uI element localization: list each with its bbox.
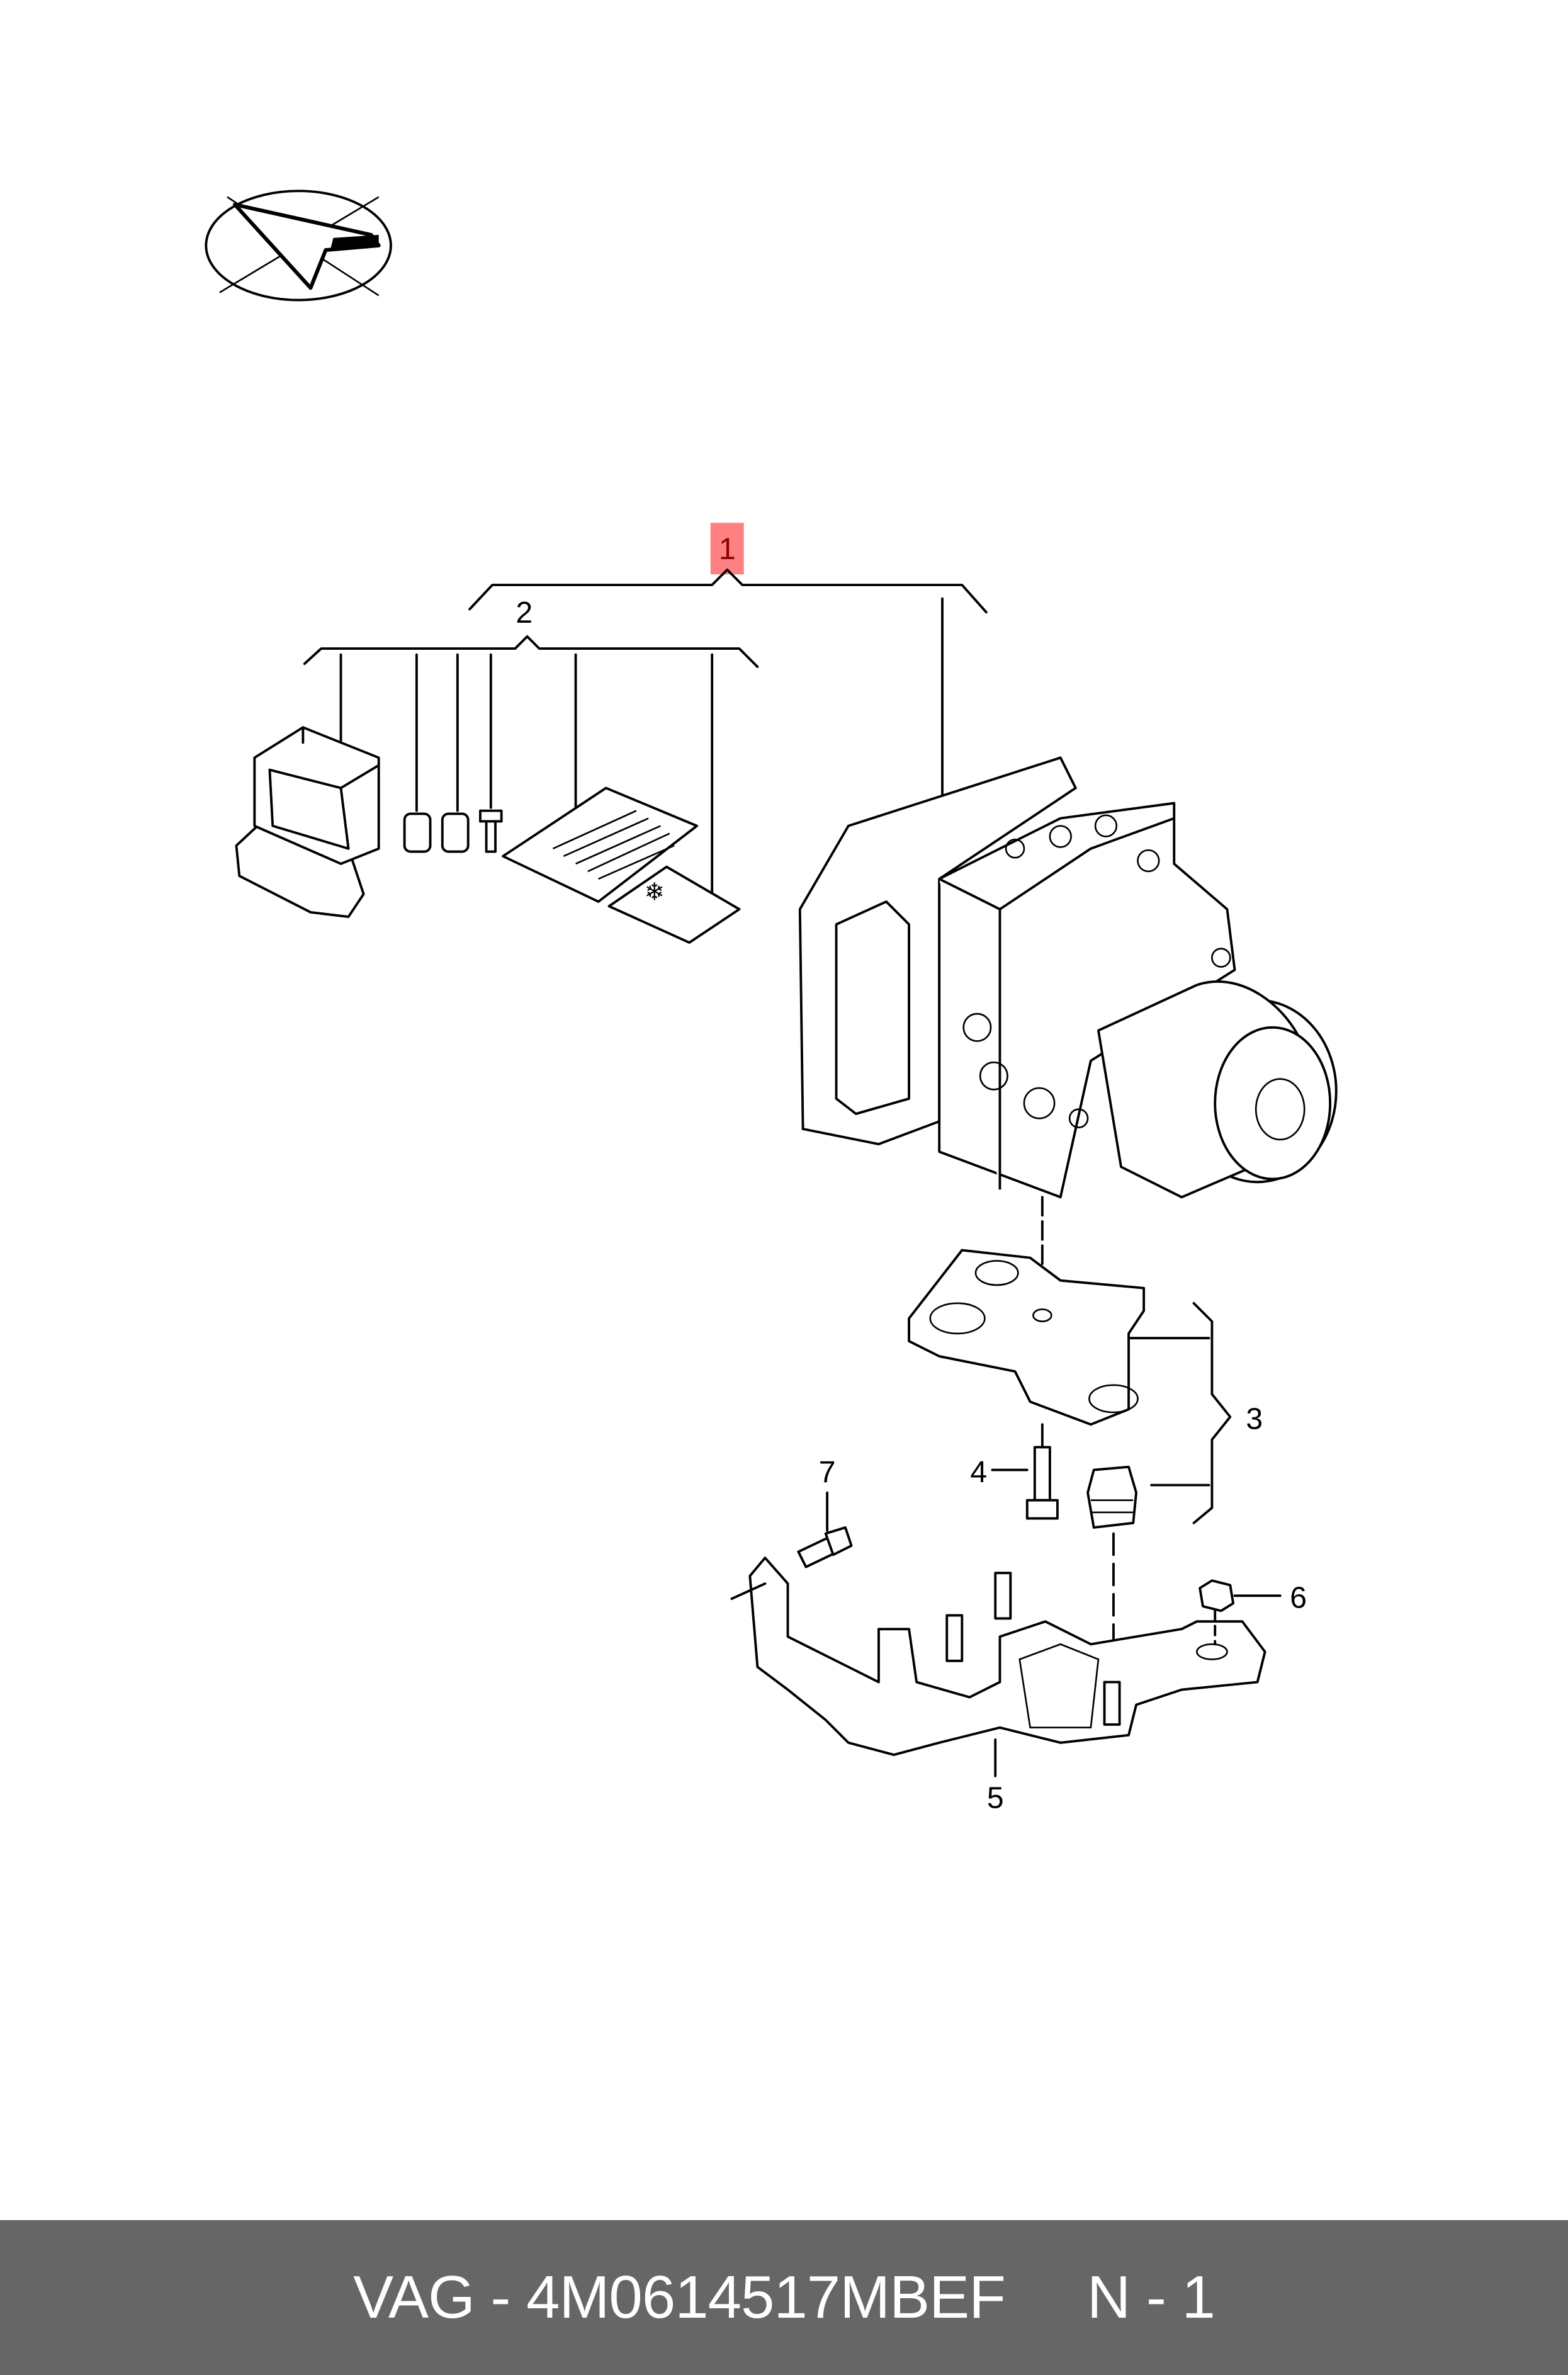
instruction-sheet-part[interactable]: ❄	[502, 786, 741, 944]
callout-3[interactable]: 3	[1127, 1301, 1263, 1524]
control-unit-part[interactable]	[235, 726, 380, 919]
quantity-label: N - 1	[1086, 2264, 1215, 2331]
svg-text:5: 5	[987, 1781, 1004, 1815]
callout-6[interactable]: 6	[1199, 1579, 1307, 1646]
callout-4[interactable]: 4	[970, 1423, 1059, 1520]
callout-2[interactable]: 2	[303, 596, 759, 903]
svg-text:7: 7	[819, 1455, 836, 1489]
orientation-symbol-icon	[205, 190, 392, 302]
carrier-bracket-part[interactable]	[730, 1556, 1266, 1756]
callout-7[interactable]: 7	[797, 1455, 853, 1568]
svg-text:3: 3	[1246, 1402, 1263, 1436]
svg-text:4: 4	[970, 1455, 987, 1489]
parts-diagram: 1 2 ❄	[205, 190, 1338, 1815]
callout-5[interactable]: 5	[987, 1738, 1004, 1815]
grommet-part[interactable]	[403, 809, 503, 853]
callout-1[interactable]: 1	[468, 523, 988, 800]
svg-text:❄: ❄	[645, 879, 665, 906]
svg-text:1: 1	[719, 532, 736, 566]
svg-text:2: 2	[516, 596, 533, 630]
part-number-label: VAG - 4M0614517MBEF	[353, 2264, 1006, 2331]
abs-hydraulic-unit[interactable]	[798, 756, 1338, 1290]
svg-text:6: 6	[1290, 1581, 1307, 1615]
rubber-mount-part[interactable]	[1086, 1465, 1137, 1684]
footer-bar: VAG - 4M0614517MBEF N - 1	[0, 2220, 1568, 2375]
mounting-bracket-part[interactable]	[908, 1249, 1146, 1426]
